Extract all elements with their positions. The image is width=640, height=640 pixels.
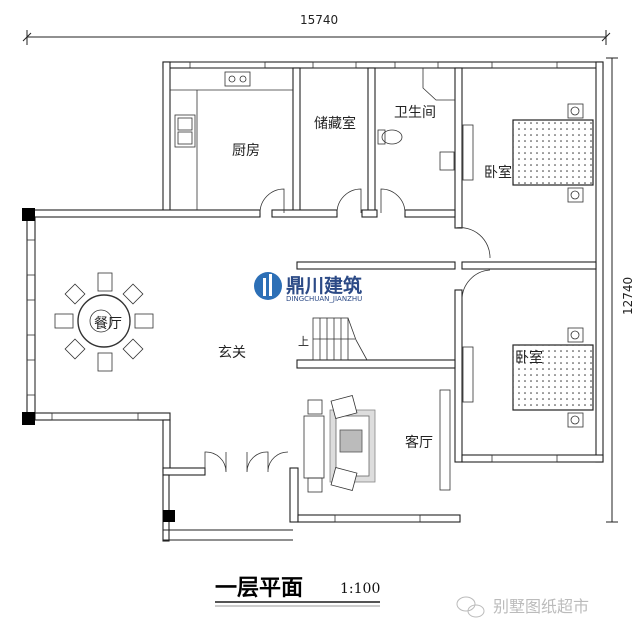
staircase xyxy=(312,317,368,361)
windows xyxy=(26,61,558,523)
room-label-bathroom: 卫生间 xyxy=(394,105,436,121)
room-label-foyer: 玄关 xyxy=(218,344,246,361)
watermark-text: 别墅图纸超市 xyxy=(493,597,589,616)
bed-2 xyxy=(462,327,594,428)
company-logo: 鼎川建筑 DINGCHUAN_JIANZHU xyxy=(254,272,362,303)
dining-table xyxy=(54,272,154,372)
dimension-height-label: 12740 xyxy=(621,277,635,315)
room-label-kitchen: 厨房 xyxy=(232,143,260,159)
plan-title: 一层平面 xyxy=(215,576,303,601)
logo-name-en: DINGCHUAN_JIANZHU xyxy=(286,295,362,303)
wechat-icon xyxy=(456,596,485,618)
dimension-width-label: 15740 xyxy=(300,13,338,27)
bed-1 xyxy=(512,103,594,203)
walls xyxy=(22,61,604,542)
dimension-height xyxy=(606,57,618,523)
doors xyxy=(204,188,491,473)
room-label-bedroom-2: 卧室 xyxy=(515,349,543,366)
room-label-dining: 餐厅 xyxy=(94,316,122,332)
room-label-storage: 储藏室 xyxy=(314,115,356,132)
stair-up-label: 上 xyxy=(298,335,309,348)
logo-name-cn: 鼎川建筑 xyxy=(286,274,362,297)
plan-scale: 1:100 xyxy=(340,581,380,597)
room-label-bedroom-1: 卧室 xyxy=(484,164,512,181)
dimension-width xyxy=(22,30,611,45)
kitchen-counter xyxy=(170,71,293,210)
sofa-set xyxy=(303,389,451,493)
bathroom-fixtures xyxy=(377,68,474,181)
room-label-living: 客厅 xyxy=(405,434,433,451)
